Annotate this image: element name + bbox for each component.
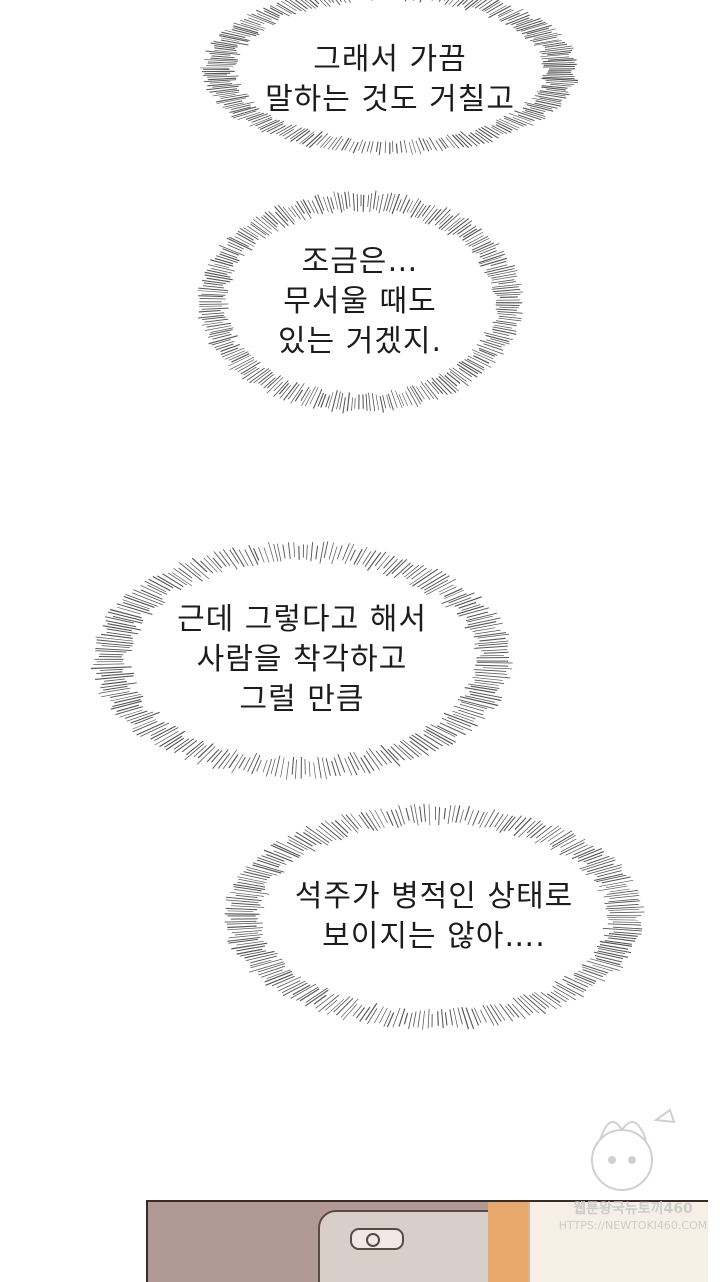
bubble-3-line-3: 그럴 만큼 <box>240 680 365 720</box>
bubble-2-line-1: 조금은… <box>302 242 419 282</box>
bubble-4-line-1: 석주가 병적인 상태로 <box>295 877 573 917</box>
watermark-title: 웹툰왕국뉴토끼460 <box>548 1200 718 1218</box>
bubble-3-line-1: 근데 그렇다고 해서 <box>177 600 427 640</box>
bubble-3-line-2: 사람을 착각하고 <box>197 640 408 680</box>
watermark-url: HTTPS://NEWTOKI460.COM <box>548 1218 718 1234</box>
bubble-1-line-2: 말하는 것도 거칠고 <box>265 80 515 120</box>
phone-camera-icon <box>350 1228 404 1250</box>
bubble-1-line-1: 그래서 가끔 <box>313 40 467 80</box>
watermark-mascot-icon <box>560 1100 690 1200</box>
speech-bubble-4: 석주가 병적인 상태로 보이지는 않아…. <box>218 800 650 1034</box>
speech-bubble-3: 근데 그렇다고 해서 사람을 착각하고 그럴 만큼 <box>86 535 518 785</box>
speech-bubble-1: 그래서 가끔 말하는 것도 거칠고 <box>186 0 594 160</box>
bubble-2-line-2: 무서울 때도 <box>283 282 437 322</box>
speech-bubble-2: 조금은… 무서울 때도 있는 거겠지. <box>190 186 530 418</box>
bubble-4-line-2: 보이지는 않아…. <box>322 917 546 957</box>
watermark: 웹툰왕국뉴토끼460 HTTPS://NEWTOKI460.COM <box>548 1200 718 1260</box>
bubble-2-line-3: 있는 거겠지. <box>278 322 442 362</box>
sleeve-illustration <box>488 1202 528 1282</box>
